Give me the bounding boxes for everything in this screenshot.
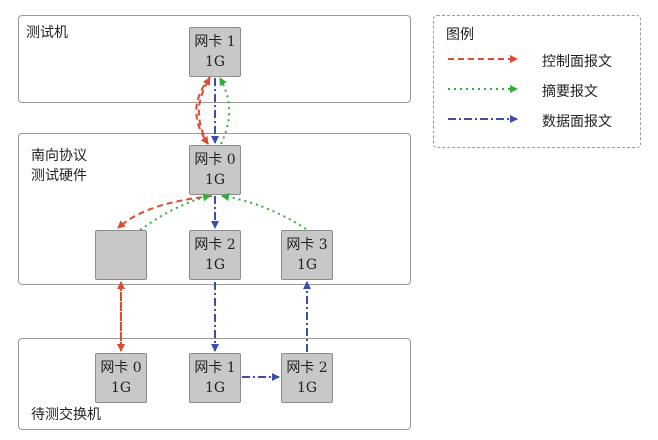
- hardware-label: 南向协议 测试硬件: [31, 148, 87, 184]
- sw-nic-1: 网卡 1 1G: [189, 353, 241, 403]
- legend-title: 图例: [446, 27, 474, 43]
- nic-speed: 1G: [204, 257, 226, 273]
- legend: 图例 控制面报文 摘要报文 数据面报文: [433, 15, 641, 148]
- tester-label: 测试机: [26, 25, 68, 41]
- nic-speed: 1G: [204, 380, 226, 396]
- nic-name: 网卡 2: [286, 360, 328, 376]
- hw-nic-0: 网卡 0 1G: [189, 145, 241, 195]
- nic-speed: 1G: [204, 54, 226, 70]
- legend-item-control: 控制面报文: [542, 54, 612, 70]
- nic-name: 网卡 1: [194, 360, 236, 376]
- nic-name: 网卡 0: [194, 152, 236, 168]
- nic-speed: 1G: [296, 380, 318, 396]
- nic-speed: 1G: [296, 257, 318, 273]
- nic-name: 网卡 0: [100, 360, 142, 376]
- sw-nic-2: 网卡 2 1G: [281, 353, 333, 403]
- nic-name: 网卡 1: [194, 34, 236, 50]
- legend-item-summary: 摘要报文: [542, 84, 598, 100]
- summary-arrow-nic3-to-nic0: [221, 193, 307, 230]
- hw-control-block: [95, 230, 147, 280]
- switch-label: 待测交换机: [31, 407, 101, 423]
- legend-item-data: 数据面报文: [542, 114, 612, 130]
- nic-name: 网卡 2: [194, 237, 236, 253]
- control-arrow-up: [197, 77, 211, 145]
- control-arrow-to-block: [117, 195, 213, 229]
- summary-arrow-block-to-nic0: [139, 193, 211, 231]
- nic-name: 网卡 3: [286, 237, 328, 253]
- tester-nic-1: 网卡 1 1G: [189, 27, 241, 77]
- hw-nic-2: 网卡 2 1G: [189, 230, 241, 280]
- summary-arrow-up: [219, 77, 231, 145]
- nic-speed: 1G: [110, 380, 132, 396]
- hw-nic-3: 网卡 3 1G: [281, 230, 333, 280]
- nic-speed: 1G: [204, 172, 226, 188]
- sw-nic-0: 网卡 0 1G: [95, 353, 147, 403]
- control-arrow-down: [195, 76, 211, 145]
